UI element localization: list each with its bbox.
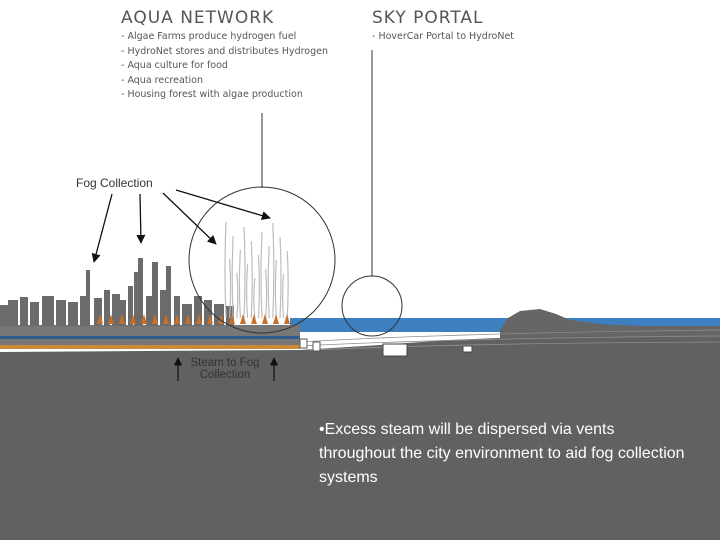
pipe-end-box [312,341,321,352]
building [204,300,212,326]
vent-arrow [119,314,125,324]
steam-plume [279,236,282,319]
vent-arrow [196,314,202,324]
list-item: - Aqua culture for food [121,60,228,71]
steam-plumes [224,221,289,319]
steam-plume [282,273,285,319]
vent-arrow [97,314,103,324]
building [152,262,158,326]
water-pipe [0,336,300,339]
list-item: - Aqua recreation [121,74,203,86]
vent-arrow [207,314,213,324]
list-item: - Algae Farms produce hydrogen fuel [121,31,297,42]
steam-to-fog-label: Steam to Fog Collection [186,357,264,381]
building [134,272,139,326]
building [182,304,192,326]
building [56,300,66,326]
vent-arrow [174,314,180,324]
building [138,258,143,326]
vent-arrow [152,314,158,324]
vent-arrow [130,314,136,324]
steam-plume [257,254,260,319]
pipe-end-box [299,338,308,349]
building [174,296,180,326]
steam-plume [229,258,232,319]
building [120,300,126,326]
vent-arrow [185,314,191,324]
hydrogen-pipe [0,345,300,349]
building [42,296,54,326]
steam-arrows [173,357,279,381]
steam-plume [250,240,253,319]
ground [0,336,720,540]
steam-plume [231,235,234,319]
vent-arrow [229,314,235,324]
list-item: - HoverCar Portal to HydroNet [372,31,515,42]
list-item: - Housing forest with algae production [121,89,303,100]
building [128,286,133,326]
steam-plume [260,231,263,319]
vent-arrow [163,314,169,324]
fog-arrows [91,189,271,263]
building [146,296,152,326]
vent-arrows [97,314,290,324]
aqua-network-title: AQUA NETWORK [121,8,275,28]
building [112,294,120,326]
building [68,302,78,326]
sky-portal-list: - HoverCar Portal to HydroNet [372,30,514,45]
building [214,304,224,326]
building [104,290,110,326]
caption-bullet: •Excess steam will be dispersed via vent… [319,421,685,486]
vent-arrow [262,314,268,324]
building [0,305,8,326]
pod-box [382,343,408,357]
building [194,296,202,326]
list-item: - HydroNet stores and distributes Hydrog… [121,45,329,57]
building [8,300,18,326]
sky-portal-title: SKY PORTAL [372,8,484,28]
vent-arrow [141,314,147,324]
building [30,302,39,326]
steam-plume [265,268,268,319]
vent-arrow [251,314,257,324]
aqua-network-list: - Algae Farms produce hydrogen fuel - Hy… [121,30,328,103]
building [166,266,171,326]
steam-plume [236,272,239,319]
steam-plume [238,249,241,319]
steam-plume [243,226,246,319]
fog-collection-label: Fog Collection [76,176,153,190]
building [160,290,166,326]
vent-arrow [240,314,246,324]
building [94,298,102,326]
steam-plume [274,259,277,319]
vent-arrow [273,314,279,324]
pod-box [462,345,473,353]
city-buildings [0,258,234,326]
vent-arrow [108,314,114,324]
steam-plume [224,221,227,319]
steam-plume [272,222,275,319]
steam-label-line1: Steam to Fog [190,357,260,369]
building [80,296,86,326]
steam-plume [286,250,289,319]
steam-plume [267,245,270,319]
vent-arrow [284,314,290,324]
steam-plume [253,277,256,319]
city-base [0,325,300,345]
building [86,270,90,326]
steam-plume [246,263,249,319]
building [20,297,28,326]
steam-label-line2: Collection [199,369,251,381]
ground-streaks [299,329,720,351]
